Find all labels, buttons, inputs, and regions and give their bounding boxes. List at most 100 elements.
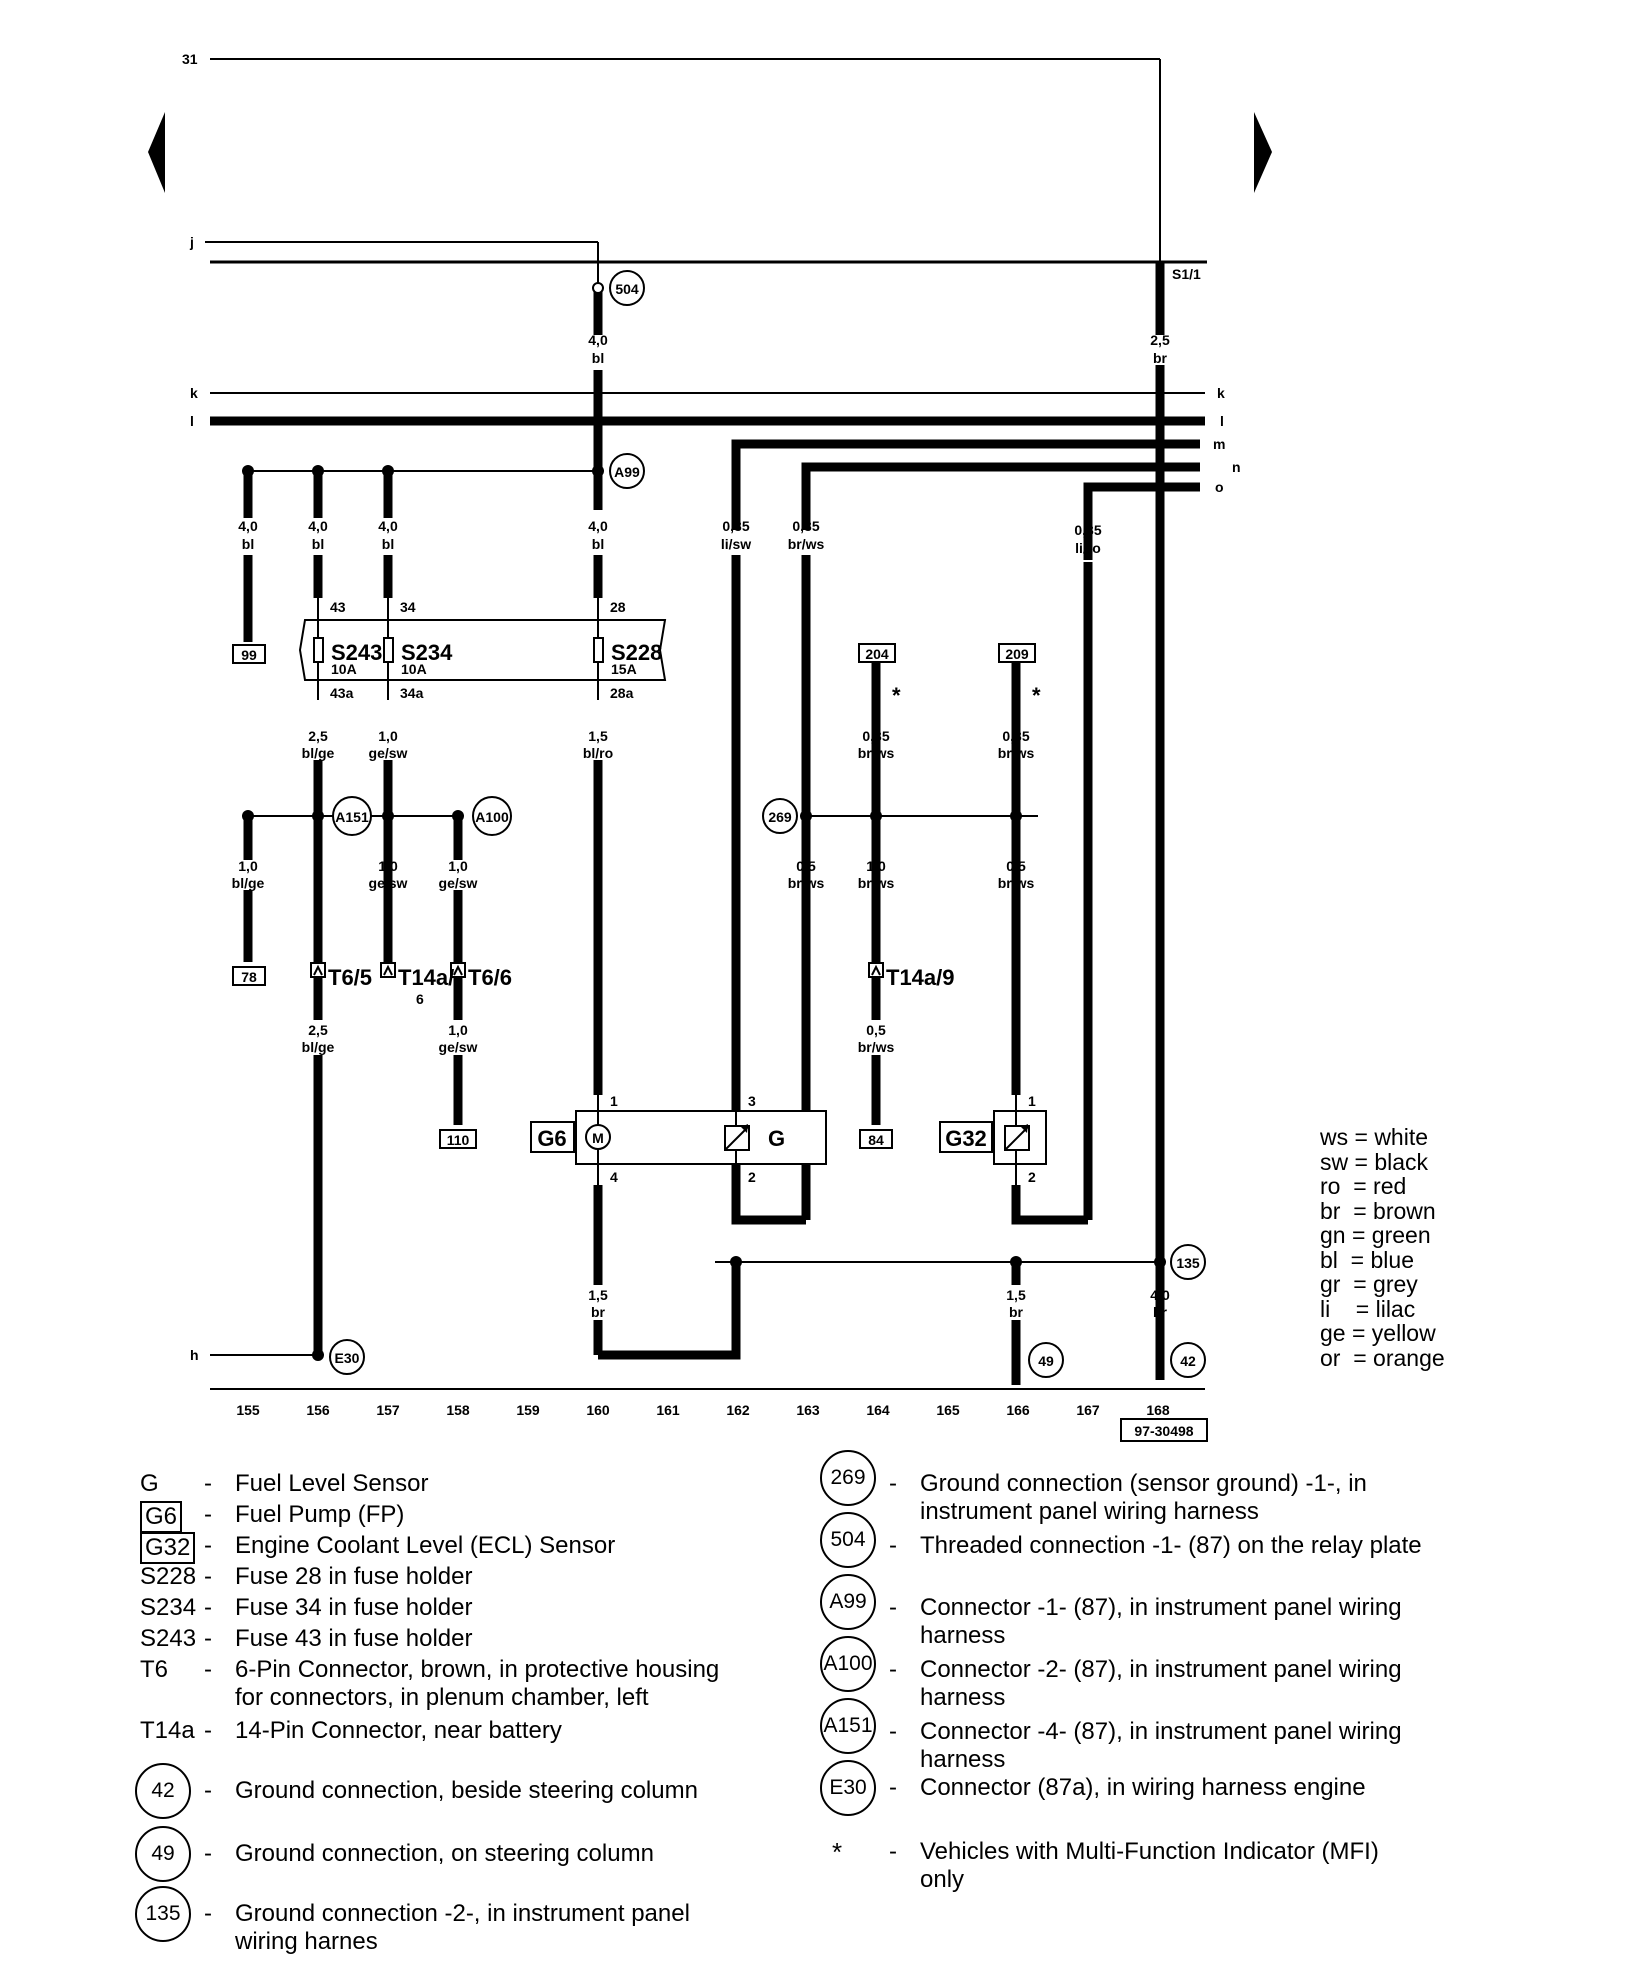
ref-209[interactable]: 209 bbox=[998, 643, 1036, 663]
svg-text:4,0: 4,0 bbox=[588, 518, 608, 534]
svg-text:2,5: 2,5 bbox=[308, 1022, 328, 1038]
color-key-entry: gn = green bbox=[1320, 1222, 1431, 1248]
svg-text:br/ws: br/ws bbox=[788, 875, 825, 891]
svg-text:2,5: 2,5 bbox=[308, 728, 328, 744]
svg-text:br: br bbox=[1153, 350, 1168, 366]
ref-204[interactable]: 204 bbox=[858, 643, 896, 663]
fuse-s228-icon bbox=[593, 637, 604, 663]
junction-dots bbox=[242, 465, 1166, 1361]
fuse-s234-icon bbox=[383, 637, 394, 663]
fuse-s243-rating: 10A bbox=[331, 661, 357, 677]
node-269: 269 bbox=[762, 798, 798, 834]
svg-text:504: 504 bbox=[615, 281, 639, 297]
svg-text:A151: A151 bbox=[335, 809, 369, 825]
legend-dash: - bbox=[204, 1900, 212, 1927]
component-g6-label: G6 bbox=[537, 1126, 566, 1151]
svg-text:2,5: 2,5 bbox=[1150, 332, 1170, 348]
legend-desc: 14-Pin Connector, near battery bbox=[235, 1717, 562, 1744]
label-right-o: o bbox=[1215, 479, 1224, 495]
ref-99[interactable]: 99 bbox=[232, 644, 266, 664]
connector-t6-5-label: T6/5 bbox=[328, 965, 372, 990]
legend-code: 504 bbox=[820, 1512, 876, 1568]
label-wire-j: j bbox=[189, 234, 194, 250]
g6-label-box bbox=[530, 1121, 575, 1153]
legend-desc: Ground connection, on steering column bbox=[235, 1840, 654, 1867]
ref-84[interactable]: 84 bbox=[859, 1129, 893, 1149]
node-42: 42 bbox=[1170, 1342, 1206, 1378]
svg-text:4,0: 4,0 bbox=[378, 518, 398, 534]
legend-item-g: G - Fuel Level Sensor bbox=[140, 1470, 780, 1498]
label-wire-k: k bbox=[190, 385, 198, 401]
track-number: 168 bbox=[1146, 1402, 1170, 1418]
track-number: 162 bbox=[726, 1402, 750, 1418]
connector-t6-6-label: T6/6 bbox=[468, 965, 512, 990]
legend-code: E30 bbox=[820, 1760, 876, 1816]
wire-spec-labels: 4,0bl 2,5br 4,0bl 4,0bl 4,0bl 4,0bl 0,35… bbox=[232, 332, 1170, 1320]
wire-g32-return bbox=[1011, 1185, 1088, 1225]
legend-dash: - bbox=[204, 1625, 212, 1652]
g6-pin1: 1 bbox=[610, 1093, 618, 1109]
legend-item-s243: S243 - Fuse 43 in fuse holder bbox=[140, 1625, 780, 1653]
legend-dash: - bbox=[204, 1470, 212, 1497]
g32-label-box bbox=[939, 1121, 993, 1153]
g-pin3: 3 bbox=[748, 1093, 756, 1109]
legend-dash: - bbox=[889, 1774, 897, 1801]
track-number: 164 bbox=[866, 1402, 890, 1418]
track-number: 159 bbox=[516, 1402, 540, 1418]
svg-text:42: 42 bbox=[1180, 1353, 1196, 1369]
prev-page-arrow-icon[interactable] bbox=[148, 112, 165, 193]
legend-item-g32: G32 - Engine Coolant Level (ECL) Sensor bbox=[140, 1532, 780, 1564]
svg-text:0,35: 0,35 bbox=[722, 518, 749, 534]
next-page-arrow-icon[interactable] bbox=[1254, 112, 1272, 193]
color-key-entry: ws = white bbox=[1320, 1124, 1429, 1150]
component-legend: G - Fuel Level Sensor G6 - Fuel Pump (FP… bbox=[0, 1450, 1632, 1986]
legend-desc: Engine Coolant Level (ECL) Sensor bbox=[235, 1532, 616, 1559]
track-number: 163 bbox=[796, 1402, 820, 1418]
svg-text:br: br bbox=[1009, 1304, 1024, 1320]
svg-text:bl: bl bbox=[242, 536, 254, 552]
legend-code: S228 bbox=[140, 1563, 197, 1590]
legend-item-star: * - Vehicles with Multi-Function Indicat… bbox=[820, 1838, 1520, 1894]
fuse-s228-rating: 15A bbox=[611, 661, 637, 677]
legend-desc: Ground connection (sensor ground) -1-, i… bbox=[920, 1470, 1367, 1525]
color-key-entry: gr = grey bbox=[1320, 1271, 1418, 1297]
wiring-diagram: 504 A99 A151 A100 269 135 49 42 E30 99 7… bbox=[148, 51, 1272, 1442]
pin-28: 28 bbox=[610, 599, 626, 615]
svg-text:E30: E30 bbox=[335, 1350, 360, 1366]
color-key-entry: sw = black bbox=[1320, 1148, 1429, 1175]
ref-78[interactable]: 78 bbox=[232, 966, 266, 986]
svg-text:br/ws: br/ws bbox=[858, 1039, 895, 1055]
legend-dash: - bbox=[204, 1717, 212, 1744]
legend-desc: Threaded connection -1- (87) on the rela… bbox=[920, 1532, 1422, 1559]
ref-110[interactable]: 110 bbox=[439, 1129, 477, 1149]
svg-text:bl/ro: bl/ro bbox=[583, 745, 613, 761]
track-number: 158 bbox=[446, 1402, 470, 1418]
svg-text:1,0: 1,0 bbox=[866, 858, 886, 874]
legend-dash: - bbox=[889, 1470, 897, 1497]
svg-text:1,0: 1,0 bbox=[238, 858, 258, 874]
legend-dash: - bbox=[204, 1532, 212, 1559]
svg-text:li/ro: li/ro bbox=[1075, 540, 1101, 556]
legend-desc: Connector -2- (87), in instrument panel … bbox=[920, 1656, 1402, 1711]
wire-160-return bbox=[598, 1262, 741, 1360]
svg-text:4,0: 4,0 bbox=[308, 518, 328, 534]
color-key-entry: li = lilac bbox=[1320, 1295, 1416, 1322]
track-number: 166 bbox=[1006, 1402, 1030, 1418]
svg-text:ge/sw: ge/sw bbox=[369, 745, 408, 761]
legend-code: S243 bbox=[140, 1625, 197, 1652]
connector-t14a-6-icon bbox=[380, 962, 396, 978]
svg-text:269: 269 bbox=[768, 809, 792, 825]
connector-t14a-6-pin: 6 bbox=[416, 991, 424, 1007]
svg-text:110: 110 bbox=[447, 1132, 470, 1148]
legend-desc: Connector -4- (87), in instrument panel … bbox=[920, 1718, 1402, 1773]
pin-43: 43 bbox=[330, 599, 346, 615]
legend-dash: - bbox=[204, 1656, 212, 1683]
legend-dash: - bbox=[204, 1563, 212, 1590]
wire-m bbox=[731, 439, 1200, 530]
legend-dash: - bbox=[889, 1594, 897, 1621]
doc-number: 97-30498 bbox=[1120, 1418, 1208, 1442]
legend-desc: Fuel Level Sensor bbox=[235, 1470, 429, 1497]
track-number: 160 bbox=[586, 1402, 610, 1418]
legend-item-s234: S234 - Fuse 34 in fuse holder bbox=[140, 1594, 780, 1622]
connector-t14a-9-label: T14a/9 bbox=[886, 965, 955, 990]
